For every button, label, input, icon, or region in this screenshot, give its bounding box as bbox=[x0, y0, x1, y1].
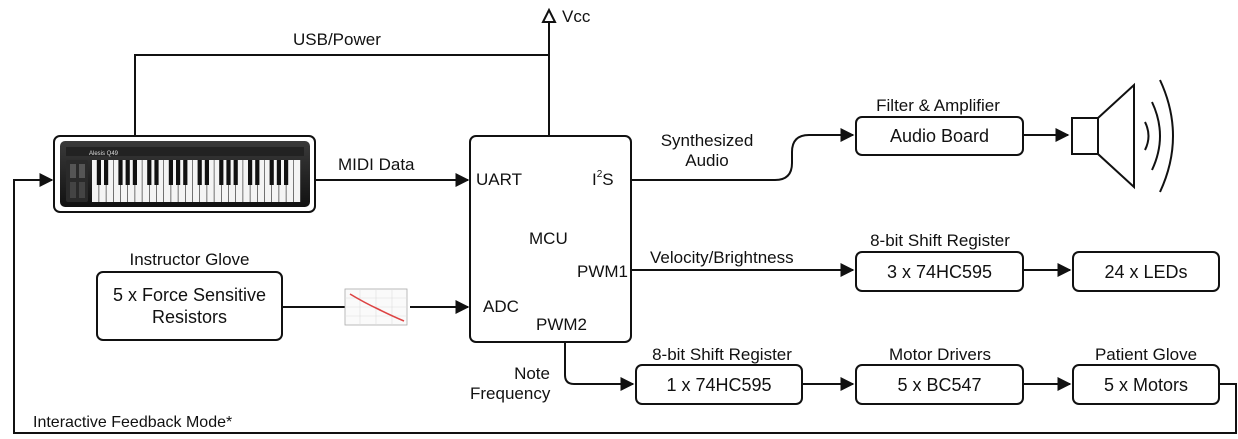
shift-register-bottom-label: 8-bit Shift Register bbox=[652, 345, 792, 364]
midi-data-label: MIDI Data bbox=[338, 155, 415, 174]
speaker-icon bbox=[1071, 79, 1174, 193]
audio-board-box: Audio Board bbox=[855, 116, 1024, 156]
motors-box: 5 x Motors bbox=[1072, 364, 1220, 405]
usb-power-label: USB/Power bbox=[293, 30, 381, 49]
mcu-box: UART I2S MCU PWM1 ADC PWM2 bbox=[469, 135, 632, 343]
interactive-feedback-mode-label: Interactive Feedback Mode* bbox=[33, 414, 233, 431]
vcc-label: Vcc bbox=[562, 7, 591, 26]
instructor-glove-label: Instructor Glove bbox=[129, 250, 250, 269]
keyboard-brand-label: Alesis Q49 bbox=[89, 151, 119, 157]
synth-audio-arrow bbox=[632, 128, 855, 181]
velocity-brightness-label: Velocity/Brightness bbox=[650, 248, 794, 267]
hc595-1-box: 1 x 74HC595 bbox=[635, 364, 803, 405]
leds-box: 24 x LEDs bbox=[1072, 251, 1220, 292]
feedback-loop-arrow bbox=[13, 173, 1237, 434]
fsr-graph-icon bbox=[344, 288, 408, 326]
patient-glove-label: Patient Glove bbox=[1094, 345, 1198, 364]
i2s-pin-label: I2S bbox=[592, 169, 614, 189]
adc-pin-label: ADC bbox=[483, 297, 519, 316]
uart-pin-label: UART bbox=[476, 170, 522, 189]
vcc-arrow-icon bbox=[541, 7, 557, 23]
midi-keyboard-box: Alesis Q49 bbox=[53, 135, 316, 213]
pwm2-arrow bbox=[564, 343, 635, 391]
hc595-3-box: 3 x 74HC595 bbox=[855, 251, 1024, 292]
midi-keyboard-image bbox=[60, 141, 310, 207]
pwm2-pin-label: PWM2 bbox=[536, 315, 587, 334]
shift-register-top-label: 8-bit Shift Register bbox=[870, 231, 1010, 250]
usb-power-line bbox=[134, 54, 549, 135]
filter-amplifier-label: Filter & Amplifier bbox=[876, 96, 1000, 115]
motor-drivers-label: Motor Drivers bbox=[888, 345, 991, 364]
bc547-box: 5 x BC547 bbox=[855, 364, 1024, 405]
mcu-title: MCU bbox=[529, 229, 568, 248]
pwm1-pin-label: PWM1 bbox=[577, 262, 628, 281]
